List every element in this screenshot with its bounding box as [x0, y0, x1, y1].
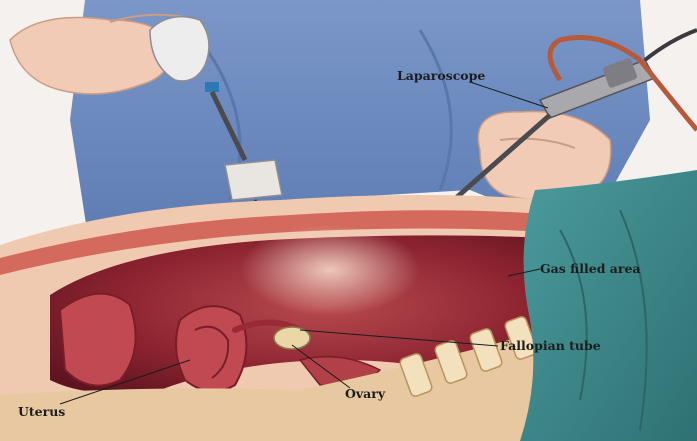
label-fallopian-tube: Fallopian tube [500, 338, 601, 353]
scope-light [240, 225, 420, 315]
label-gas-filled-area: Gas filled area [540, 261, 641, 276]
label-ovary: Ovary [345, 386, 386, 401]
label-laparoscope: Laparoscope [397, 68, 485, 83]
uterus-organ [176, 306, 246, 391]
trocar-port [225, 160, 282, 200]
bladder [60, 294, 136, 386]
trocar-ring [205, 82, 219, 92]
label-uterus: Uterus [18, 404, 65, 419]
surgical-drape [520, 170, 697, 441]
